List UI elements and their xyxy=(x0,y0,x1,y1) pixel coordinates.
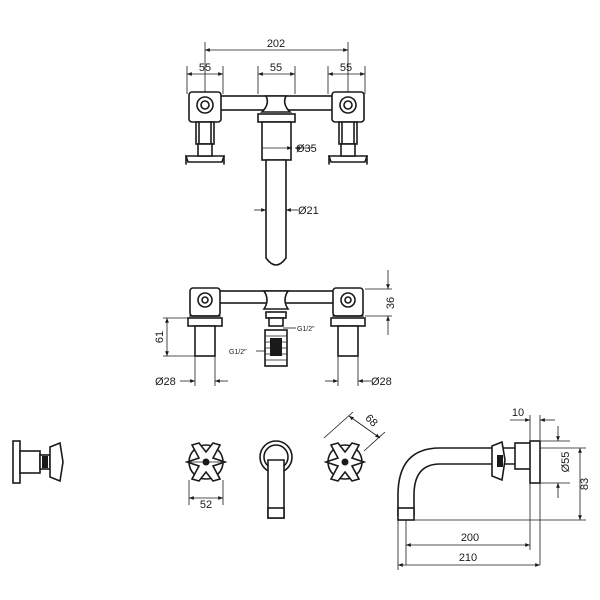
left-valve-plan xyxy=(184,91,226,165)
dim-wall-plate-offset: 10 xyxy=(512,407,524,419)
right-valve-plan xyxy=(327,91,369,165)
dim-right-spacing: 55 xyxy=(340,62,352,74)
dim-center-spacing: 55 xyxy=(270,62,282,74)
handle-side-view xyxy=(12,440,64,484)
dim-left-body-diameter: Ø28 xyxy=(155,376,176,388)
dim-handle-height: 36 xyxy=(385,297,397,309)
dim-left-spacing: 55 xyxy=(199,62,211,74)
dim-spout-diameter: Ø21 xyxy=(298,205,319,217)
svg-text:H: H xyxy=(203,460,208,467)
right-valve-front xyxy=(330,287,366,357)
spout-outlet-front xyxy=(262,290,290,367)
dim-right-body-diameter: Ø28 xyxy=(371,376,392,388)
front-view: G1/2" G1/2" 36 61 Ø28 Ø28 xyxy=(154,270,397,388)
dim-body-height: 61 xyxy=(154,331,166,343)
spout-side-view xyxy=(397,440,541,521)
left-valve-front xyxy=(187,287,223,357)
cross-handle-angled xyxy=(323,442,367,482)
dim-overall-projection: 210 xyxy=(459,552,477,564)
dim-spout-projection: 200 xyxy=(461,532,479,544)
spout-plan xyxy=(257,95,296,266)
dim-spout-height: 83 xyxy=(579,478,591,490)
dim-spout-collar-diameter: Ø35 xyxy=(296,143,317,155)
dim-flange-diameter: Ø55 xyxy=(560,452,572,473)
top-view: 202 55 55 55 xyxy=(184,38,369,266)
dim-overall-width: 202 xyxy=(267,38,285,50)
dim-thread-right: G1/2" xyxy=(297,326,315,333)
dim-handle-width: 52 xyxy=(200,499,212,511)
dim-handle-diagonal: 68 xyxy=(363,412,380,429)
cross-handle-front: H xyxy=(184,442,228,482)
dim-thread-left: G1/2" xyxy=(229,349,247,356)
spout-front-view xyxy=(259,440,293,519)
